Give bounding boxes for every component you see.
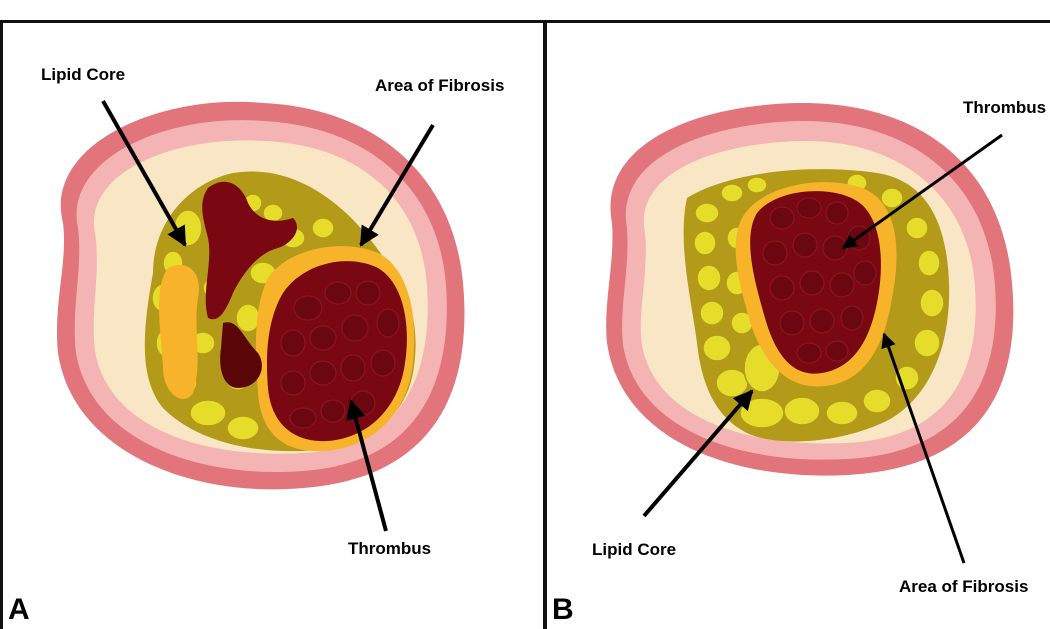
panel-b: Thrombus Lipid Core Area of Fibrosis B (545, 20, 1050, 629)
fibrosis-left (159, 265, 199, 399)
label-area-of-fibrosis: Area of Fibrosis (899, 577, 1028, 597)
panel-a-illustration (3, 23, 545, 629)
label-thrombus: Thrombus (348, 539, 431, 559)
panel-letter-b: B (552, 593, 574, 627)
label-lipid-core: Lipid Core (592, 540, 676, 560)
panel-letter-a: A (8, 593, 30, 627)
label-thrombus: Thrombus (963, 98, 1046, 118)
label-area-of-fibrosis: Area of Fibrosis (375, 76, 504, 96)
label-lipid-core: Lipid Core (41, 65, 125, 85)
panel-a: Lipid Core Area of Fibrosis Thrombus A (0, 20, 545, 629)
